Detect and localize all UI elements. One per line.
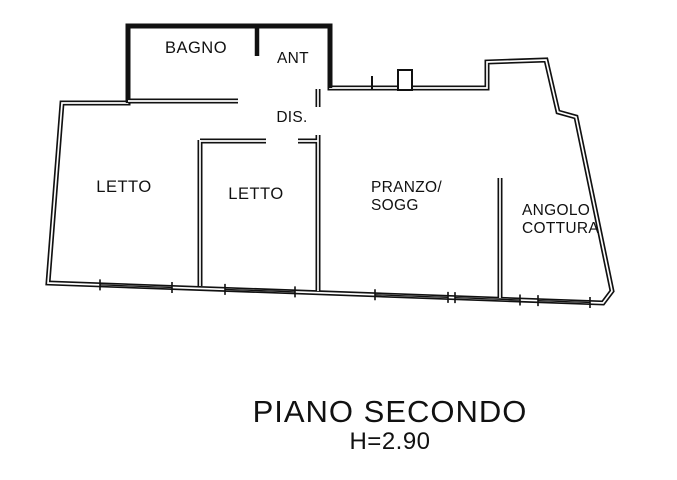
window-lines [99, 279, 591, 308]
interior-wall-cavity-lines [128, 89, 501, 298]
room-label-pranzo-line1: PRANZO/ [371, 179, 442, 196]
interior-walls [128, 89, 503, 298]
caption: PIANO SECONDO H=2.90 [253, 394, 528, 455]
room-label-letto-left: LETTO [96, 178, 151, 196]
room-label-ant: ANT [277, 50, 309, 67]
top-wall-details [371, 69, 413, 91]
room-label-bagno: BAGNO [165, 39, 227, 57]
flue-box [397, 69, 413, 91]
room-label-angolo-line2: COTTURA [522, 220, 599, 237]
annex-wall-outline [125, 23, 333, 103]
annex-walls [125, 23, 333, 103]
room-label-letto-middle: LETTO [228, 185, 283, 203]
interior-wall-lines [128, 89, 503, 298]
room-labels: BAGNO ANT DIS. LETTO LETTO PRANZO/ SOGG … [96, 39, 599, 237]
room-label-dis: DIS. [276, 109, 307, 126]
caption-title: PIANO SECONDO [253, 394, 528, 429]
window-center-lines [99, 284, 591, 304]
room-label-angolo-line1: ANGOLO [522, 202, 590, 219]
window-end-ticks [99, 279, 591, 308]
caption-height: H=2.90 [349, 428, 430, 455]
room-label-pranzo-line2: SOGG [371, 197, 419, 214]
